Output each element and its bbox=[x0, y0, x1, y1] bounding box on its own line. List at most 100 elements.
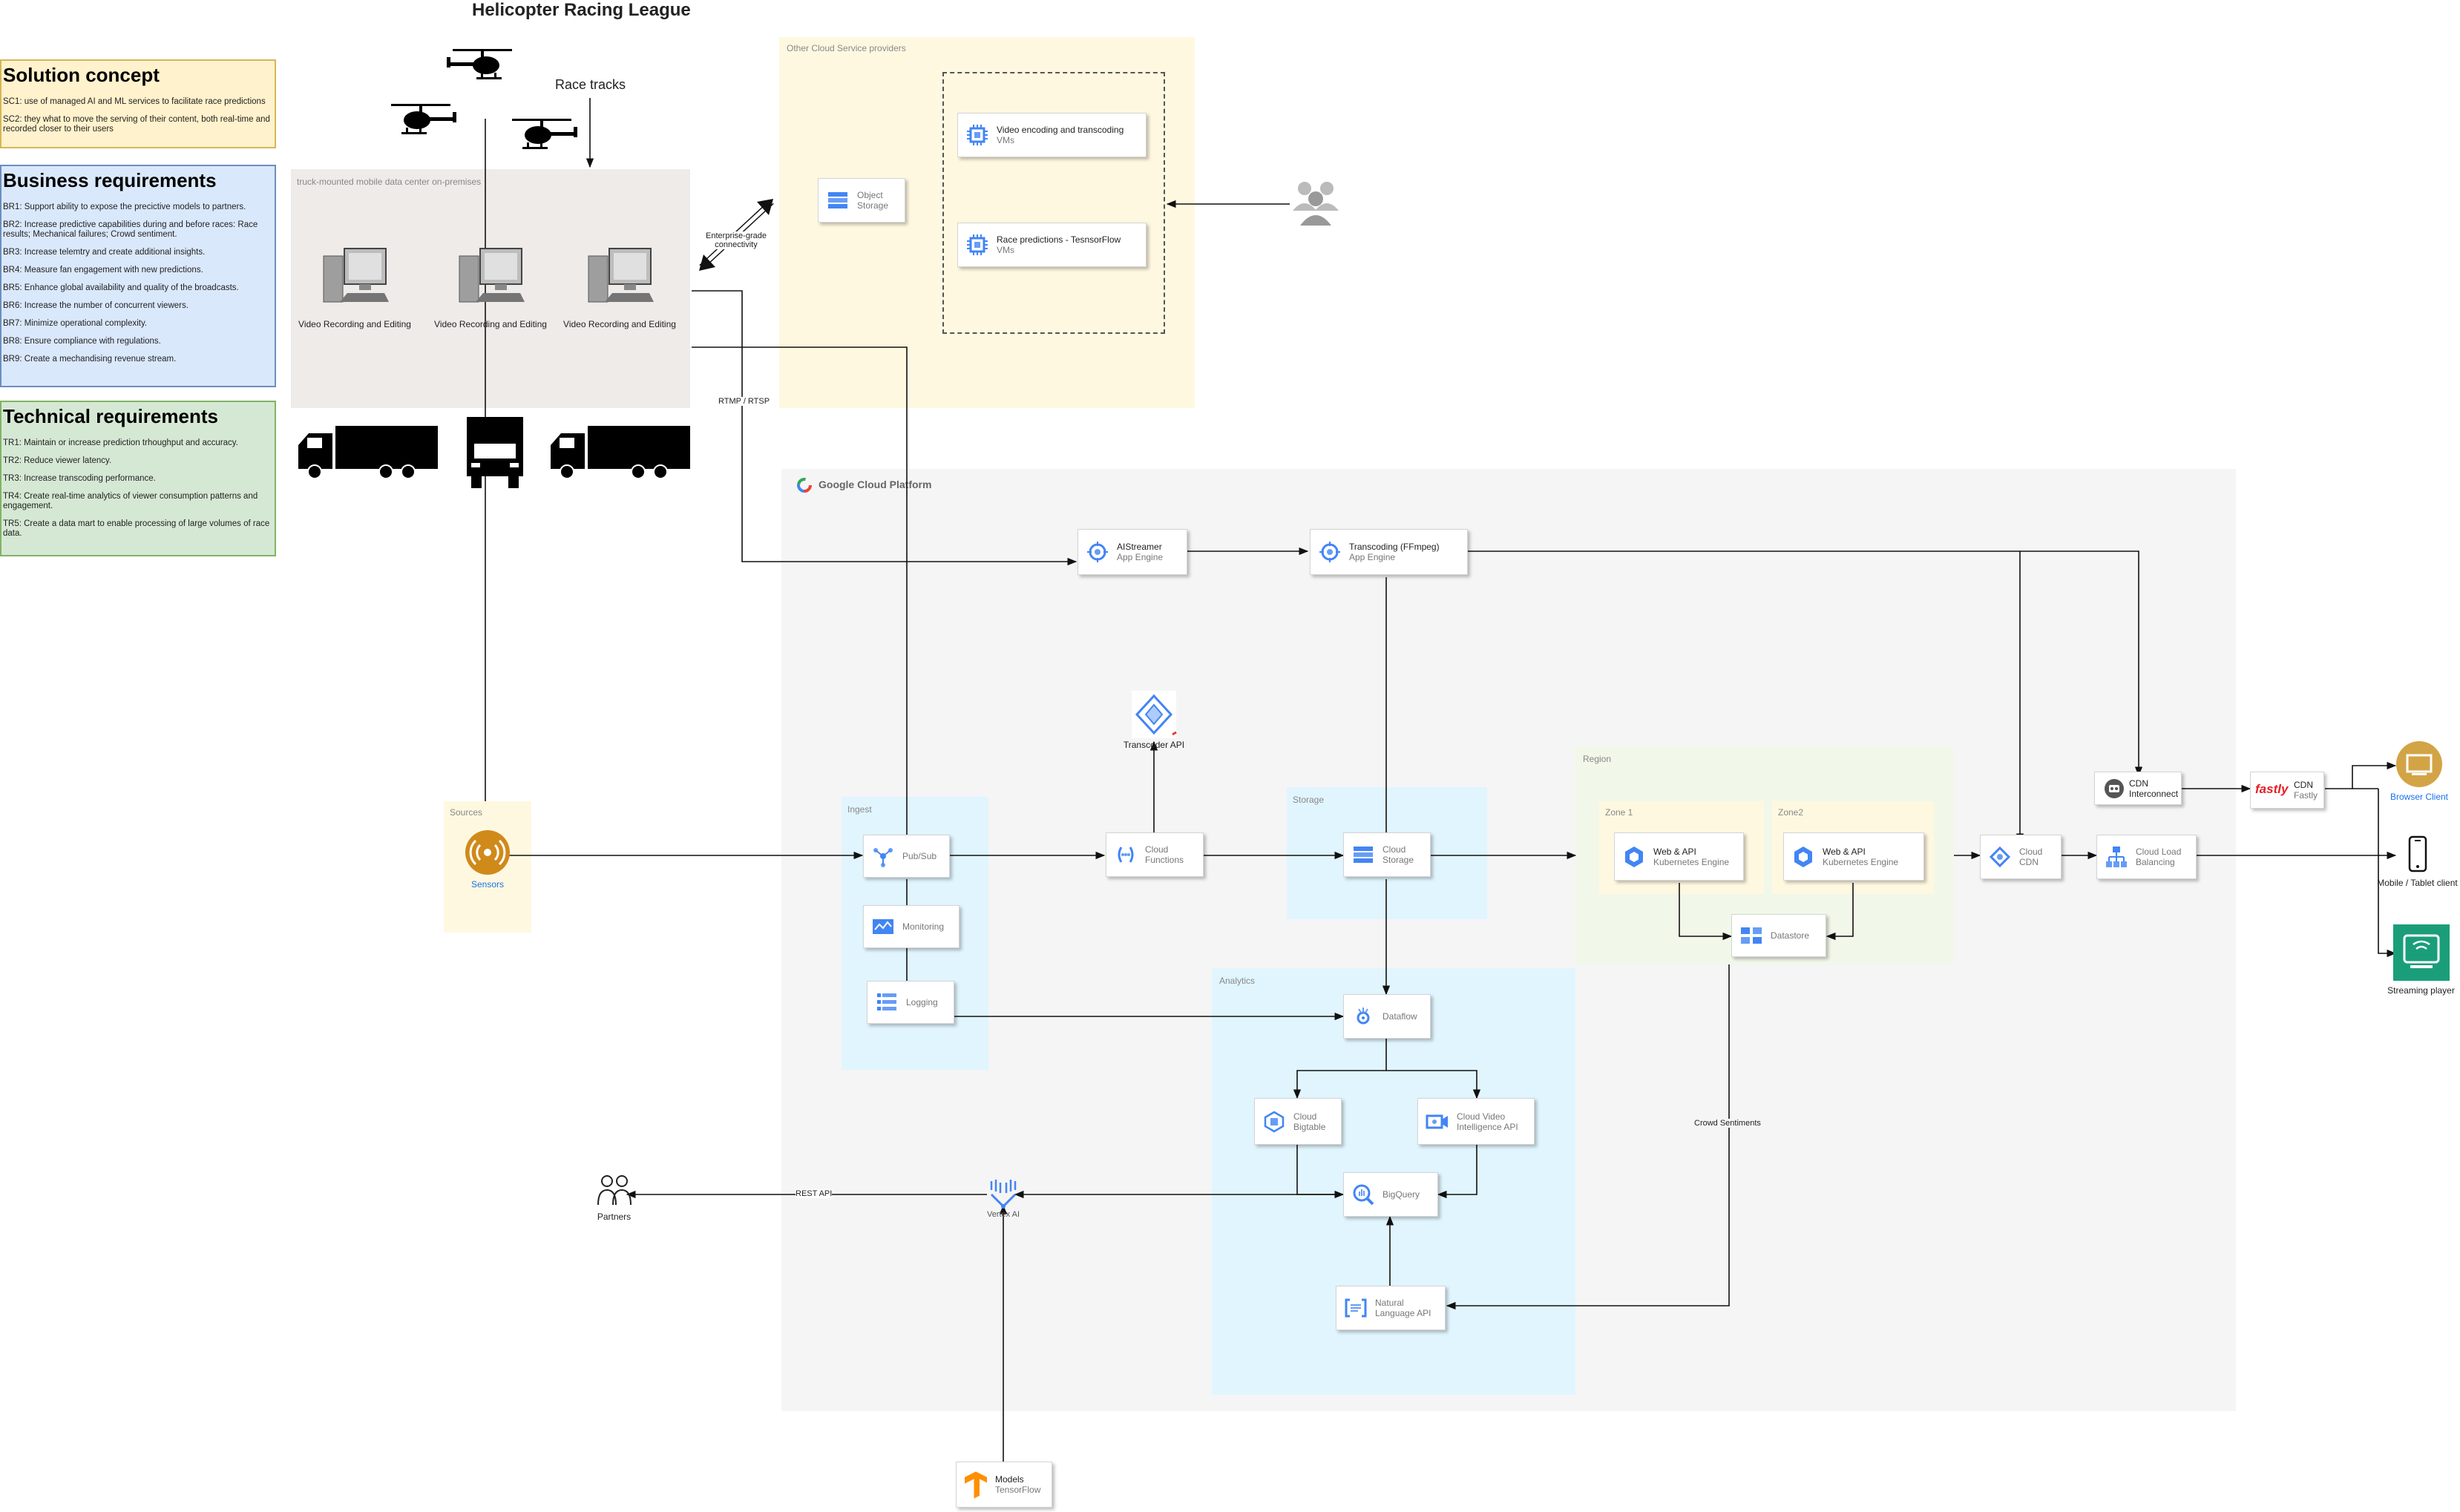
truck-icon bbox=[551, 426, 690, 479]
tensorflow-icon bbox=[965, 1471, 987, 1499]
partners-label: Partners bbox=[597, 1212, 632, 1222]
natural-language-icon bbox=[1345, 1298, 1367, 1318]
rtmp-label: RTMP / RTSP bbox=[718, 397, 770, 406]
transcoder-api-label: Transcoder API bbox=[1123, 740, 1185, 750]
video-intelligence-icon bbox=[1426, 1114, 1448, 1128]
page-title: Helicopter Racing League bbox=[472, 0, 691, 20]
monitoring-service[interactable]: Monitoring bbox=[863, 905, 960, 948]
storage-label: Storage bbox=[1293, 795, 1325, 805]
vm-chip-icon bbox=[967, 125, 988, 145]
desktop-computer-icon bbox=[588, 248, 654, 303]
gcp-logo-icon bbox=[796, 477, 813, 497]
cloud-storage-icon bbox=[1354, 847, 1373, 863]
business-item: BR5: Enhance global availability and qua… bbox=[3, 283, 239, 292]
business-item: BR9: Create a mechandising revenue strea… bbox=[3, 355, 177, 364]
app-engine-icon bbox=[1319, 542, 1340, 562]
fastly-logo: fastly bbox=[2255, 782, 2289, 796]
transcoding-service[interactable]: Transcoding (FFmpeg)App Engine bbox=[1310, 529, 1468, 575]
truck-icon bbox=[298, 426, 438, 479]
business-item: BR4: Measure fan engagement with new pre… bbox=[3, 266, 203, 275]
bigtable-to-bigquery bbox=[1296, 1145, 1345, 1199]
business-item: BR3: Increase telemtry and create additi… bbox=[3, 248, 206, 257]
object-storage-icon bbox=[828, 192, 847, 208]
technical-item: TR5: Create a data mart to enable proces… bbox=[3, 519, 270, 538]
pubsub-label: Pub/Sub bbox=[902, 851, 937, 861]
computer-3: Video Recording and Editing bbox=[560, 241, 679, 329]
transcoding-to-cdn bbox=[1468, 550, 2024, 844]
monitoring-icon bbox=[873, 919, 893, 934]
solution-item: SC1: use of managed AI and ML services t… bbox=[3, 97, 266, 106]
technical-requirements-note: Technical requirements TR1: Maintain or … bbox=[0, 401, 276, 556]
bigtable-icon bbox=[1264, 1111, 1285, 1132]
onprem-to-pubsub bbox=[692, 346, 911, 851]
sources-label: Sources bbox=[450, 807, 483, 818]
videointel-to-bigquery bbox=[1437, 1145, 1477, 1199]
dataflow-to-videointel bbox=[1386, 1070, 1481, 1100]
technical-heading: Technical requirements bbox=[3, 405, 218, 427]
vm-chip-icon bbox=[967, 234, 988, 255]
partners[interactable]: Partners bbox=[586, 1174, 642, 1222]
mobile-client[interactable]: Mobile / Tablet client bbox=[2375, 835, 2460, 888]
computer-1: Video Recording and Editing bbox=[295, 241, 414, 329]
bigquery-service[interactable]: BigQuery bbox=[1343, 1172, 1438, 1217]
sensors[interactable]: Sensors bbox=[454, 829, 521, 890]
vertex-ai-label: Vertex AI bbox=[986, 1210, 1020, 1219]
logging-label: Logging bbox=[906, 997, 938, 1008]
desktop-computer-icon bbox=[459, 248, 525, 303]
technical-item: TR3: Increase transcoding performance. bbox=[3, 474, 156, 483]
solution-heading: Solution concept bbox=[3, 64, 160, 86]
kubernetes-engine-icon bbox=[1625, 846, 1643, 867]
pubsub-service[interactable]: Pub/Sub bbox=[863, 835, 950, 878]
browser-client[interactable]: Browser Client bbox=[2378, 740, 2460, 802]
business-item: BR1: Support ability to expose the preci… bbox=[3, 203, 246, 211]
business-item: BR6: Increase the number of concurrent v… bbox=[3, 301, 188, 310]
dataflow-to-bigtable bbox=[1293, 1039, 1387, 1100]
vertex-ai[interactable]: Vertex AI bbox=[974, 1178, 1033, 1219]
lb-to-streaming bbox=[2378, 789, 2397, 958]
dataflow-service[interactable]: Dataflow bbox=[1343, 994, 1431, 1039]
web2-to-datastore bbox=[1826, 883, 1854, 941]
datastore-icon bbox=[1741, 927, 1762, 944]
sensors-label: Sensors bbox=[470, 879, 505, 890]
streaming-player[interactable]: Streaming player bbox=[2382, 924, 2460, 996]
partners-icon bbox=[597, 1175, 632, 1206]
computer-2: Video Recording and Editing bbox=[431, 241, 550, 329]
other-cloud-label: Other Cloud Service providers bbox=[787, 43, 906, 53]
mobile-phone-icon bbox=[2408, 835, 2427, 872]
transcoder-api[interactable]: Transcoder API bbox=[1117, 688, 1191, 750]
technical-item: TR4: Create real-time analytics of viewe… bbox=[3, 492, 258, 510]
analytics-label: Analytics bbox=[1219, 976, 1256, 986]
logging-service[interactable]: Logging bbox=[867, 981, 954, 1024]
browser-client-label: Browser Client bbox=[2390, 792, 2449, 802]
datastore-service[interactable]: Datastore bbox=[1731, 914, 1826, 957]
solution-item: SC2: they what to move the serving of th… bbox=[3, 115, 270, 134]
onprem-label: truck-mounted mobile data center on-prem… bbox=[297, 177, 482, 187]
zone2-label: Zone2 bbox=[1778, 807, 1804, 818]
